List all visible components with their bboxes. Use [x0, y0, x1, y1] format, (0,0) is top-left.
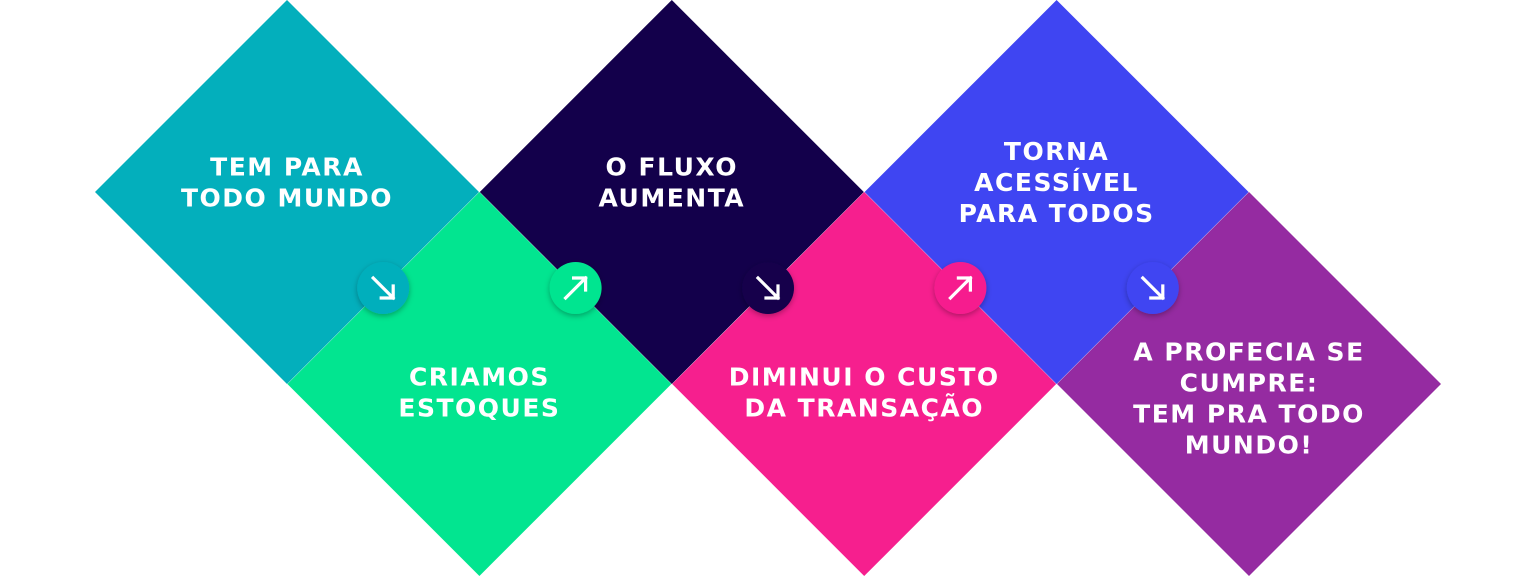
arrow-down-right-icon — [370, 275, 396, 301]
step-4-label-line-1: DIMINUI O CUSTO — [729, 363, 1000, 392]
arrow-up-right-icon — [948, 275, 973, 301]
step-6-label-line-4: MUNDO! — [1185, 431, 1314, 460]
connector-badge-5 — [1126, 262, 1179, 314]
step-1-label-line-2: TODO MUNDO — [181, 184, 393, 213]
connector-badge-4 — [934, 262, 987, 314]
step-1-label-line-1: TEM PARA — [210, 153, 364, 182]
step-5-label-line-2: ACESSÍVEL — [974, 168, 1139, 197]
connector-layer — [357, 262, 1179, 314]
arrow-down-right-icon — [1140, 275, 1166, 301]
arrow-down-right-icon — [755, 275, 781, 301]
step-2-label-line-1: CRIAMOS — [409, 363, 550, 392]
step-4-label-line-2: DA TRANSAÇÃO — [744, 394, 984, 423]
arrow-up-right-icon — [563, 275, 588, 301]
step-6-label-line-3: TEM PRA TODO — [1133, 400, 1365, 429]
step-5-label-line-1: TORNA — [1004, 137, 1109, 166]
step-6-label-line-2: CUMPRE: — [1180, 369, 1319, 398]
connector-badge-2 — [549, 262, 602, 314]
step-5-label-line-3: PARA TODOS — [959, 199, 1155, 228]
step-3-label-line-2: AUMENTA — [598, 184, 745, 213]
step-2-label-line-2: ESTOQUES — [398, 394, 560, 423]
step-3-label-line-1: O FLUXO — [606, 153, 739, 182]
connector-badge-3 — [742, 262, 794, 314]
connector-badge-1 — [357, 262, 410, 314]
step-6-label-line-1: A PROFECIA SE — [1133, 338, 1364, 367]
